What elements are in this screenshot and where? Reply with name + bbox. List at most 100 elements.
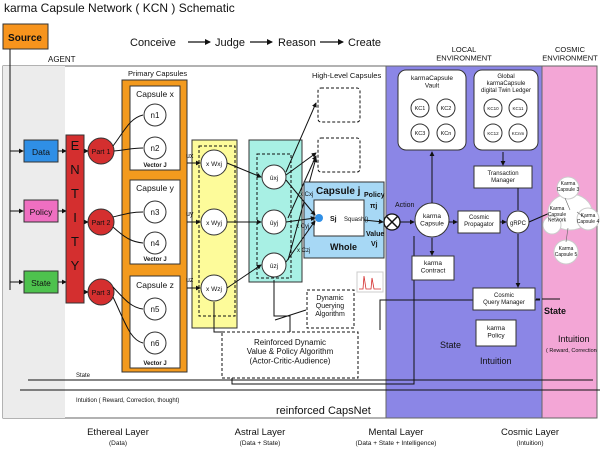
uhat-to-capsule-j-connectors (285, 179, 316, 263)
layer-mental-sub: (Data + State + Intelligence) (356, 440, 437, 447)
layer-astral-name: Astral Layer (235, 427, 286, 438)
entity-letter: Y (71, 258, 80, 273)
capsule-x-title: Capsule x (136, 89, 175, 99)
entity-letter: E (71, 138, 80, 153)
node-n1-label: n1 (151, 111, 160, 120)
transaction-manager-box (473, 165, 533, 189)
entity-letter: I (73, 210, 77, 225)
node-n5 (143, 297, 167, 321)
ledger-kc10 (483, 98, 503, 118)
layer-cosmic-sub: (Intuition) (516, 440, 543, 447)
node-n4-label: n4 (151, 239, 160, 248)
cosmic-intuition-sub: ( Reward, Correction (546, 348, 597, 354)
capsule-j-to-action (363, 219, 384, 225)
capsule-y-vector: Vector J (143, 257, 166, 263)
high-level-capsules-title: High-Level Capsules (312, 71, 381, 80)
c-y-label: x Cyj (296, 224, 309, 230)
karma-contract-box (411, 255, 455, 281)
node-n6-label: n6 (151, 339, 160, 348)
weight-y-label: x Wyj (206, 220, 222, 227)
uhat-x-node (261, 164, 287, 190)
capsule-z-vector: Vector J (143, 361, 166, 367)
flow-conceive: Conceive (130, 37, 176, 49)
action-label: Action (395, 202, 415, 209)
reinforced-capsnet-label: reinforced CapsNet (276, 405, 371, 417)
v-j-label: Vj (371, 241, 378, 248)
grpc-label: gRPC (510, 221, 527, 227)
entity-letter: T (71, 186, 79, 201)
uhat-dashed-frame (256, 153, 292, 279)
squash-label: Squash() (344, 217, 368, 223)
ledger-kc12-label: KC12 (487, 131, 499, 136)
vault-kc2-label: KC2 (441, 106, 452, 112)
data-input-label: Data (32, 147, 50, 157)
vault-kcn (436, 123, 456, 143)
high-level-capsule-2 (317, 137, 361, 173)
layer-ethereal-name: Ethereal Layer (87, 427, 149, 438)
state-input-label: State (31, 278, 51, 288)
vault-kc1 (410, 98, 430, 118)
part-2-label: Part 2 (92, 220, 111, 227)
capsule-y-title: Capsule y (136, 183, 175, 193)
vault-kc3 (410, 123, 430, 143)
part-3-node (87, 278, 115, 306)
capsule-j-input-dot (315, 214, 323, 222)
node-n2 (143, 136, 167, 160)
entity-letter: T (71, 234, 79, 249)
vault-kc1-label: KC1 (415, 106, 426, 112)
s-j-label: Sj (330, 216, 337, 223)
entity-bar (65, 134, 85, 304)
vault-kc3-label: KC3 (415, 131, 426, 137)
policy-input-label: Policy (30, 207, 53, 217)
diagram-title: karma Capsule Network ( KCN ) Schematic (4, 1, 235, 15)
ledger-kc12 (483, 123, 503, 143)
part-3-label: Part 3 (92, 290, 111, 297)
agent-left-strip (3, 66, 65, 418)
part-1-label: Part 1 (92, 149, 111, 156)
dynamic-query-box (306, 289, 355, 329)
karma-policy-box (475, 319, 517, 347)
policy-output-label: Policy (364, 192, 385, 199)
weight-to-uhat-connectors (226, 162, 262, 289)
uhat-to-high-level-connectors (285, 102, 318, 261)
layer-ethereal-sub: (Data) (109, 440, 127, 447)
ledger-kc10-label: KC10 (487, 106, 499, 111)
value-plot-curve (359, 275, 381, 290)
vault-kc2 (436, 98, 456, 118)
capsule-j-title: Capsule j (316, 186, 361, 197)
layer-mental-name: Mental Layer (369, 427, 424, 438)
part-to-node-connectors (112, 114, 144, 344)
action-x-2 (385, 215, 399, 229)
pi-j-label: πj (370, 203, 377, 210)
vault-kcn-label: KCn (441, 131, 452, 137)
uhat-z-node (261, 252, 287, 278)
state-feedback-label: State (76, 373, 91, 379)
source-label: Source (8, 33, 42, 44)
weight-z-label: x Wzj (206, 286, 222, 293)
node-n5-label: n5 (151, 305, 160, 314)
ledger-kcnm (508, 123, 528, 143)
uhat-z-label: ûzj (270, 263, 278, 270)
node-n1 (143, 103, 167, 127)
cosmic-state-label: State (544, 306, 566, 316)
ledger-kcnm-label: KCnm (512, 131, 525, 136)
ledger-kc11-label: KC11 (513, 106, 524, 111)
uhat-x-label: ûxj (270, 175, 278, 182)
value-output-label: Value (366, 231, 384, 238)
flow-create: Create (348, 37, 381, 49)
capsule-x-vector: Vector J (143, 163, 166, 169)
layer-cosmic-name: Cosmic Layer (501, 427, 559, 438)
intuition-feedback-label: Intuition ( Reward, Correction, thought) (76, 398, 179, 404)
node-n4 (143, 231, 167, 255)
